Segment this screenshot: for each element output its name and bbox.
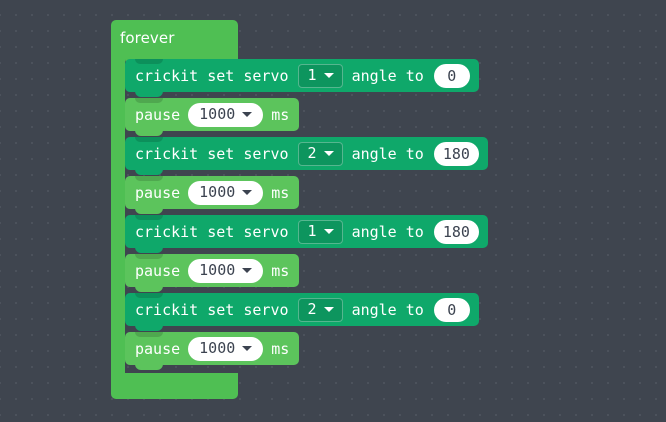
block-notch-top — [135, 176, 163, 181]
block-notch-bottom — [135, 169, 163, 175]
block-notch-top — [135, 215, 163, 220]
block-label-units: ms — [271, 183, 290, 202]
block-notch-bottom — [135, 130, 163, 136]
pause-duration-value: 1000 — [199, 260, 236, 279]
forever-block-header[interactable]: forever — [111, 20, 238, 65]
forever-label: forever — [120, 29, 175, 47]
block-label-units: ms — [271, 339, 290, 358]
block-label-lead: pause — [135, 183, 181, 202]
pause-duration-dropdown[interactable]: 1000 — [188, 258, 264, 283]
block-label-lead: pause — [135, 261, 181, 280]
servo-index-value: 1 — [307, 65, 317, 84]
block-label-lead: crickit set servo — [135, 300, 289, 319]
chevron-down-icon — [242, 346, 253, 351]
chevron-down-icon — [323, 73, 334, 78]
pause-duration-dropdown[interactable]: 1000 — [188, 180, 264, 205]
crickit-set-servo-block[interactable]: crickit set servo 2 angle to 0 — [125, 293, 479, 331]
block-notch-top — [135, 137, 163, 142]
angle-number-field[interactable]: 0 — [433, 297, 470, 322]
chevron-down-icon — [242, 112, 253, 117]
servo-index-dropdown[interactable]: 2 — [297, 141, 343, 166]
servo-index-value: 2 — [307, 143, 317, 162]
pause-duration-value: 1000 — [199, 182, 236, 201]
block-label-lead: pause — [135, 339, 181, 358]
servo-index-dropdown[interactable]: 1 — [297, 63, 343, 88]
block-notch-bottom — [135, 364, 163, 370]
block-notch-top — [135, 293, 163, 298]
angle-number-field[interactable]: 180 — [433, 219, 479, 244]
pause-duration-dropdown[interactable]: 1000 — [188, 102, 264, 127]
chevron-down-icon — [242, 268, 253, 273]
chevron-down-icon — [242, 190, 253, 195]
crickit-set-servo-block[interactable]: crickit set servo 1 angle to 180 — [125, 215, 488, 253]
block-label-mid: angle to — [351, 222, 424, 241]
block-label-lead: crickit set servo — [135, 66, 289, 85]
block-label-lead: crickit set servo — [135, 222, 289, 241]
crickit-set-servo-block[interactable]: crickit set servo 1 angle to 0 — [125, 59, 479, 97]
forever-block-spine — [111, 59, 125, 373]
pause-block[interactable]: pause 1000 ms — [125, 254, 300, 292]
block-label-mid: angle to — [351, 66, 424, 85]
pause-duration-dropdown[interactable]: 1000 — [188, 336, 264, 361]
pause-block[interactable]: pause 1000 ms — [125, 98, 300, 136]
block-notch-top — [135, 254, 163, 259]
block-notch-bottom — [135, 247, 163, 253]
angle-number-field[interactable]: 0 — [433, 63, 470, 88]
block-label-lead: crickit set servo — [135, 144, 289, 163]
servo-index-dropdown[interactable]: 2 — [297, 297, 343, 322]
pause-block[interactable]: pause 1000 ms — [125, 332, 300, 370]
forever-block[interactable]: forever — [111, 20, 238, 399]
block-notch-top — [135, 59, 163, 64]
block-label-units: ms — [271, 105, 290, 124]
block-notch-bottom — [135, 325, 163, 331]
pause-block[interactable]: pause 1000 ms — [125, 176, 300, 214]
servo-index-dropdown[interactable]: 1 — [297, 219, 343, 244]
forever-block-footer[interactable] — [111, 373, 238, 399]
chevron-down-icon — [323, 307, 334, 312]
block-label-mid: angle to — [351, 300, 424, 319]
chevron-down-icon — [323, 229, 334, 234]
servo-index-value: 1 — [307, 221, 317, 240]
angle-number-field[interactable]: 180 — [433, 141, 479, 166]
block-label-lead: pause — [135, 105, 181, 124]
block-notch-bottom — [135, 91, 163, 97]
block-label-units: ms — [271, 261, 290, 280]
block-notch-bottom — [135, 286, 163, 292]
block-notch-top — [135, 332, 163, 337]
block-notch-top — [135, 98, 163, 103]
crickit-set-servo-block[interactable]: crickit set servo 2 angle to 180 — [125, 137, 488, 175]
block-stack: crickit set servo 1 angle to 0 pause 1000 ms cr… — [125, 59, 488, 371]
servo-index-value: 2 — [307, 299, 317, 318]
block-notch-bottom — [135, 208, 163, 214]
block-label-mid: angle to — [351, 144, 424, 163]
pause-duration-value: 1000 — [199, 338, 236, 357]
chevron-down-icon — [323, 151, 334, 156]
pause-duration-value: 1000 — [199, 104, 236, 123]
